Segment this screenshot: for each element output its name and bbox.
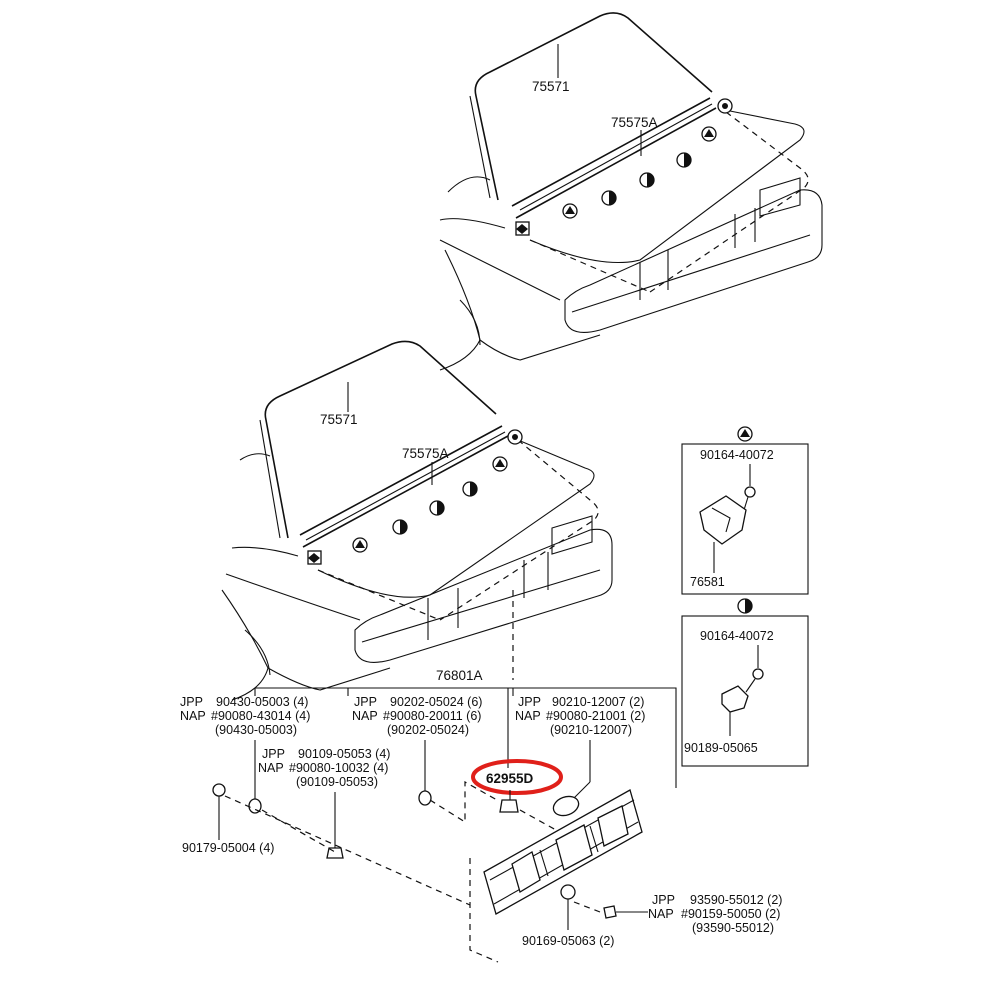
upper-weatherstrip-label: 75571 xyxy=(532,79,570,94)
highlight-part-label: 62955D xyxy=(486,771,534,786)
fastener-left-jpp: 90430-05003 (4) xyxy=(216,695,308,709)
fastener-midleft-jpp-prefix: JPP xyxy=(262,747,285,761)
upper-car-view: 75571 75575A xyxy=(439,12,823,371)
panel-76801a-label: 76801A xyxy=(436,668,483,683)
triangle-clip-label: 76581 xyxy=(690,575,725,589)
panel-assembly: 76801A JPP 90430-05003 (4) NAP #90080-43… xyxy=(180,668,782,963)
clip-detail-half-circle: 90164-40072 90189-05065 xyxy=(681,598,809,767)
clip-76581 xyxy=(699,495,747,545)
fastener-right-jpp: 90210-12007 (2) xyxy=(552,695,644,709)
lower-molding xyxy=(299,425,503,536)
fastener-center-nap: #90080-20011 (6) xyxy=(383,709,481,723)
fastener-bottomright-alt: (93590-55012) xyxy=(692,921,774,935)
fastener-left-nap-prefix: NAP xyxy=(180,709,206,723)
fastener-midleft-jpp: 90109-05053 (4) xyxy=(298,747,390,761)
clip-detail-triangle: 90164-40072 76581 xyxy=(681,426,809,595)
fastener-right-nap-prefix: NAP xyxy=(515,709,541,723)
fastener-center-jpp-prefix: JPP xyxy=(354,695,377,709)
detail-box-triangle xyxy=(681,443,809,595)
fastener-left-nap: #90080-43014 (4) xyxy=(211,709,310,723)
fastener-bottomright-jpp-prefix: JPP xyxy=(652,893,675,907)
part-62955d xyxy=(499,799,519,813)
fastener-center-alt: (90202-05024) xyxy=(387,723,469,737)
upper-molding-label: 75575A xyxy=(611,115,658,130)
fastener-bottomright-nap: #90159-50050 (2) xyxy=(681,907,780,921)
fastener-right-alt: (90210-12007) xyxy=(550,723,632,737)
half-circle-clip-label: 90189-05065 xyxy=(684,741,758,755)
highlight-ring xyxy=(471,759,563,795)
triangle-screw-label: 90164-40072 xyxy=(700,448,774,462)
detail-box-half-circle xyxy=(681,615,809,767)
clip-90189-05065 xyxy=(721,685,749,713)
half-circle-screw-label: 90164-40072 xyxy=(700,629,774,643)
fastener-midleft-alt: (90109-05053) xyxy=(296,775,378,789)
fastener-midleft-nap: #90080-10032 (4) xyxy=(289,761,388,775)
fastener-midleft-nap-prefix: NAP xyxy=(258,761,284,775)
fastener-right-nap: #90080-21001 (2) xyxy=(546,709,645,723)
lower-weatherstrip xyxy=(264,340,497,539)
fastener-center-jpp: 90202-05024 (6) xyxy=(390,695,482,709)
fastener-single-left: 90179-05004 (4) xyxy=(182,841,274,855)
fastener-right-jpp-prefix: JPP xyxy=(518,695,541,709)
upper-molding xyxy=(511,97,711,207)
upper-weatherstrip xyxy=(474,12,713,201)
fastener-left-jpp-prefix: JPP xyxy=(180,695,203,709)
lower-molding-label: 75575A xyxy=(402,446,449,461)
fastener-center-nap-prefix: NAP xyxy=(352,709,378,723)
fastener-left-alt: (90430-05003) xyxy=(215,723,297,737)
lower-weatherstrip-label: 75571 xyxy=(320,412,358,427)
lower-car-view: 75571 75575A xyxy=(221,340,613,701)
fastener-bottomright-nap-prefix: NAP xyxy=(648,907,674,921)
fastener-bottomright-jpp: 93590-55012 (2) xyxy=(690,893,782,907)
fastener-single-bottom: 90169-05063 (2) xyxy=(522,934,614,948)
